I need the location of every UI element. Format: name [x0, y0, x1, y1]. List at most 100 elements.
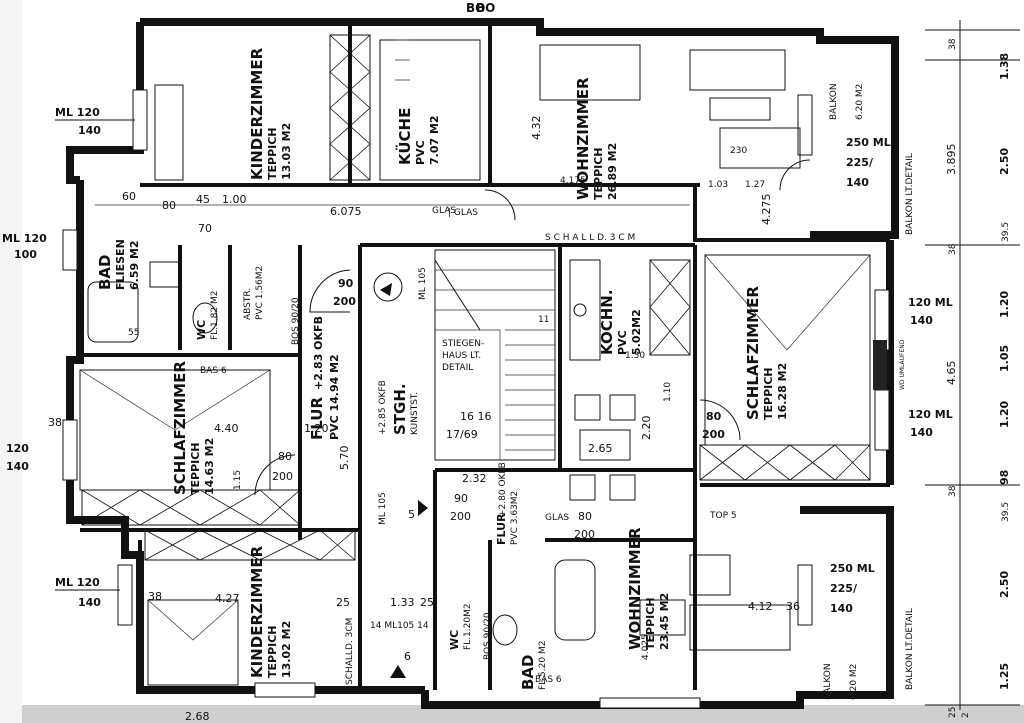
misc-notes: S C H A L L D. 3 C M SCHALLD. 3CM GLAS |…: [200, 1, 737, 685]
svg-text:200: 200: [333, 295, 356, 308]
svg-text:S C H A L L D. 3 C M: S C H A L L D. 3 C M: [545, 233, 635, 243]
svg-text:FL.5.20 M2: FL.5.20 M2: [538, 641, 548, 690]
svg-text:200: 200: [702, 428, 725, 441]
svg-text:SCHLAFZIMMER: SCHLAFZIMMER: [171, 361, 189, 495]
svg-text:200: 200: [574, 528, 595, 541]
wardrobes: [81, 34, 871, 561]
svg-text:39.5: 39.5: [1001, 222, 1011, 242]
svg-text:4.025: 4.025: [641, 634, 651, 660]
svg-text:1.38: 1.38: [998, 53, 1011, 80]
svg-text:PVC 14.94 M2: PVC 14.94 M2: [328, 354, 341, 440]
svg-text:13.02 M2: 13.02 M2: [280, 621, 293, 678]
balkon-top: BALKON 6.20 M2: [829, 83, 865, 120]
svg-text:BAS 6: BAS 6: [535, 675, 562, 685]
svg-text:1.30: 1.30: [625, 351, 645, 361]
svg-text:80: 80: [706, 410, 722, 423]
svg-text:1.03: 1.03: [708, 180, 728, 190]
svg-text:1.20: 1.20: [998, 401, 1011, 428]
left-scan-edge: [0, 0, 22, 723]
stairs: [373, 249, 556, 678]
svg-text:TEPPICH: TEPPICH: [762, 367, 775, 420]
svg-text:140: 140: [6, 460, 29, 473]
svg-text:BO: BO: [466, 1, 485, 15]
svg-text:2.68: 2.68: [185, 710, 210, 723]
svg-text:6: 6: [404, 650, 411, 663]
room-abstr: ABSTR. PVC 1.56M2: [243, 266, 265, 320]
svg-text:1.00: 1.00: [222, 193, 247, 206]
svg-text:5: 5: [408, 508, 415, 521]
svg-text:60: 60: [122, 190, 136, 203]
svg-text:FLIESEN: FLIESEN: [114, 239, 127, 290]
svg-text:4.40: 4.40: [214, 422, 239, 435]
svg-text:140: 140: [78, 124, 101, 137]
svg-text:4.65: 4.65: [945, 361, 958, 386]
room-bad: BAD FLIESEN 6.59 M2: [96, 239, 141, 290]
svg-text:KOCHN.: KOCHN.: [598, 289, 616, 355]
svg-text:140: 140: [910, 314, 933, 327]
svg-text:BALKON: BALKON: [829, 83, 839, 120]
svg-text:5.02M2: 5.02M2: [630, 309, 643, 355]
svg-text:KINDERZIMMER: KINDERZIMMER: [248, 545, 266, 678]
wd-umlaufend-label: WD UMLAUFEND: [899, 339, 906, 390]
outer-walls: [66, 18, 899, 709]
svg-text:2.50: 2.50: [998, 148, 1011, 175]
room-wohnzimmer-top: WOHNZIMMER TEPPICH 26.89 M2: [574, 77, 619, 200]
svg-text:6.20 M2: 6.20 M2: [855, 84, 865, 120]
room-kinderzimmer-bottom: KINDERZIMMER TEPPICH 13.02 M2: [248, 545, 293, 678]
svg-text:140: 140: [846, 176, 869, 189]
svg-text:PVC 3.63M2: PVC 3.63M2: [510, 491, 520, 545]
svg-text:39.5: 39.5: [1001, 502, 1011, 522]
svg-text:23.45 M2: 23.45 M2: [658, 593, 671, 650]
svg-text:1.05: 1.05: [998, 345, 1011, 372]
svg-text:WOHNZIMMER: WOHNZIMMER: [574, 77, 592, 200]
svg-text:BO: BO: [476, 1, 495, 15]
svg-text:140: 140: [78, 596, 101, 609]
balkon-detail-top: BALKON LT.DETAIL: [905, 153, 915, 235]
svg-text:STGH.: STGH.: [391, 383, 409, 435]
right-dimension-strip: 38 1.38 3.895 2.50 39.5 38 1.20 1.05 4.6…: [925, 20, 1020, 718]
svg-text:4.32: 4.32: [530, 116, 543, 141]
svg-text:225/: 225/: [830, 582, 858, 595]
svg-text:BAD: BAD: [96, 255, 114, 291]
svg-text:WOHNZIMMER: WOHNZIMMER: [626, 527, 644, 650]
svg-text:BAS 6: BAS 6: [200, 366, 227, 376]
svg-text:ML 120: ML 120: [2, 232, 47, 245]
svg-text:38: 38: [948, 485, 958, 497]
furniture: [79, 39, 871, 686]
svg-text:16 16: 16 16: [460, 410, 492, 423]
svg-text:GLAS: GLAS: [545, 513, 569, 523]
svg-text:ML 120: ML 120: [55, 106, 100, 119]
room-schlafzimmer-right: SCHLAFZIMMER TEPPICH 16.28 M2: [744, 286, 789, 420]
svg-text:38: 38: [948, 38, 958, 50]
svg-text:DETAIL: DETAIL: [442, 363, 473, 373]
svg-text:1.20: 1.20: [998, 291, 1011, 318]
svg-text:98: 98: [998, 470, 1011, 485]
svg-text:250 ML: 250 ML: [846, 136, 891, 149]
svg-text:90: 90: [338, 277, 354, 290]
svg-text:5.70: 5.70: [338, 446, 351, 471]
svg-text:4.12: 4.12: [748, 600, 773, 613]
svg-text:HAUS LT.: HAUS LT.: [442, 351, 481, 361]
svg-text:11: 11: [538, 315, 549, 325]
dimension-labels: 6.075 4.32 4.175 230 1.03 1.27 4.275 1.0…: [48, 116, 800, 723]
svg-text:90: 90: [454, 492, 468, 505]
svg-text:2.65: 2.65: [588, 442, 613, 455]
svg-text:| GLAS: | GLAS: [448, 208, 478, 218]
svg-text:3.895: 3.895: [945, 144, 958, 176]
svg-text:TOP 5: TOP 5: [709, 511, 737, 521]
bottom-scan-edge: [0, 705, 1024, 723]
svg-text:1.33: 1.33: [390, 596, 415, 609]
svg-text:80: 80: [278, 450, 292, 463]
room-bad-bottom: BAD FL.5.20 M2: [519, 641, 548, 690]
svg-text:14 ML105 14: 14 ML105 14: [370, 621, 429, 631]
svg-text:25: 25: [336, 596, 350, 609]
room-schlafzimmer-left: SCHLAFZIMMER TEPPICH 14.63 M2: [171, 361, 216, 495]
svg-text:4.175: 4.175: [560, 176, 586, 186]
room-stgh: +2.85 OKFB STGH. KUNSTST.: [378, 380, 420, 435]
svg-text:SCHLAFZIMMER: SCHLAFZIMMER: [744, 286, 762, 420]
window-labels: ML 120 140 ML 120 100 120 140 ML 120 140…: [2, 106, 953, 690]
svg-text:1.10: 1.10: [663, 382, 673, 402]
room-flur-mid: FLUR +2.80 OKFB PVC 3.63M2: [495, 462, 520, 545]
room-kochnische: KOCHN. PVC 5.02M2: [598, 289, 643, 355]
room-wc-top: WC FL.1.82 M2: [195, 291, 220, 340]
